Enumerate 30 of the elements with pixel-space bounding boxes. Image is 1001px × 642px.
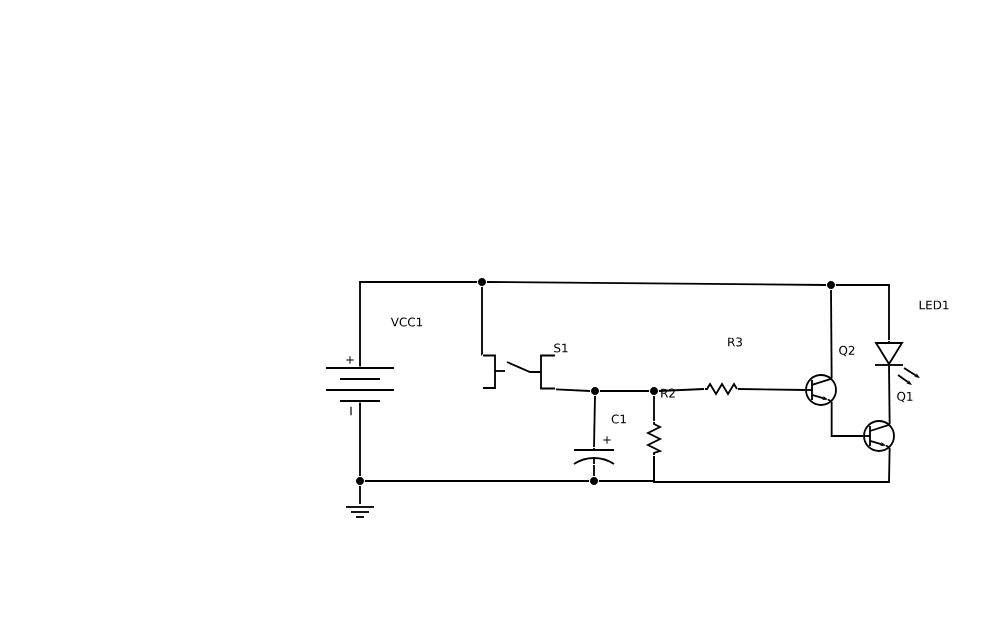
wire	[359, 401, 361, 477]
polarity-mark: +	[603, 436, 611, 444]
wire	[888, 365, 891, 426]
wire	[593, 395, 596, 448]
wire	[835, 284, 890, 341]
component-label: S1	[554, 343, 568, 353]
polarity-mark: I	[350, 406, 352, 416]
wire	[359, 281, 478, 368]
wire	[737, 388, 806, 391]
wire	[486, 281, 827, 286]
wire	[830, 289, 833, 380]
component-label: LED1	[919, 300, 949, 310]
component-label: R3	[728, 337, 742, 347]
component-label: Q2	[839, 345, 855, 357]
polarity-mark: +	[346, 356, 354, 364]
wire	[653, 395, 655, 422]
wire	[599, 390, 650, 392]
component-label: C1	[611, 414, 626, 424]
ground-symbol	[345, 506, 375, 518]
component-label: VCC1	[390, 317, 423, 327]
wire	[364, 480, 590, 482]
wire	[653, 446, 891, 483]
wire	[598, 455, 655, 482]
wire	[658, 388, 705, 392]
wire	[830, 400, 864, 437]
wire	[359, 485, 361, 505]
wire	[481, 286, 483, 356]
wire	[593, 464, 595, 477]
component-label: Q1	[897, 391, 913, 403]
wire	[555, 388, 591, 392]
